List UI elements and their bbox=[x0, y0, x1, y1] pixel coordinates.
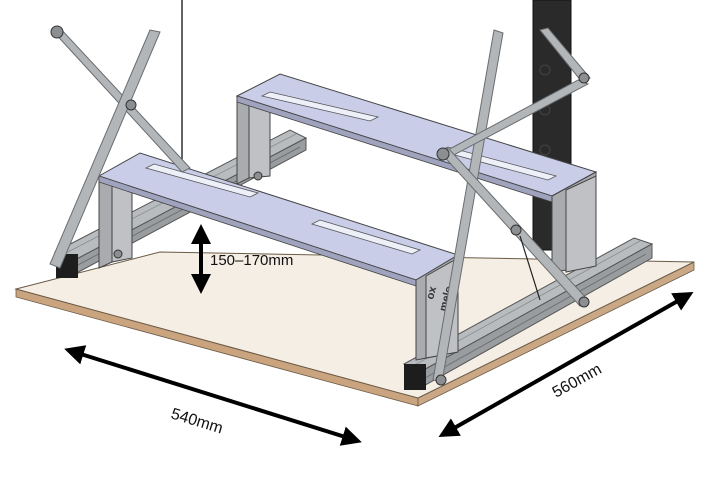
pivot-bolt bbox=[578, 296, 590, 308]
pivot-bolt bbox=[578, 72, 590, 84]
pivot-bolt bbox=[435, 374, 447, 386]
front-bracket: ox melo bbox=[97, 152, 460, 361]
height-dimension: 150–170mm bbox=[191, 224, 293, 294]
thumb-screw bbox=[113, 171, 263, 259]
width-dimension-label: 540mm bbox=[169, 406, 225, 438]
pivot-bolt bbox=[436, 147, 450, 161]
pivot-bolt bbox=[50, 25, 64, 39]
brand-mark-line1: ox bbox=[424, 284, 439, 300]
right-rail-foot-cap bbox=[404, 364, 426, 390]
pivot-bolt bbox=[125, 99, 137, 111]
pivot-bolt bbox=[510, 224, 522, 236]
height-dimension-label: 150–170mm bbox=[210, 252, 293, 269]
